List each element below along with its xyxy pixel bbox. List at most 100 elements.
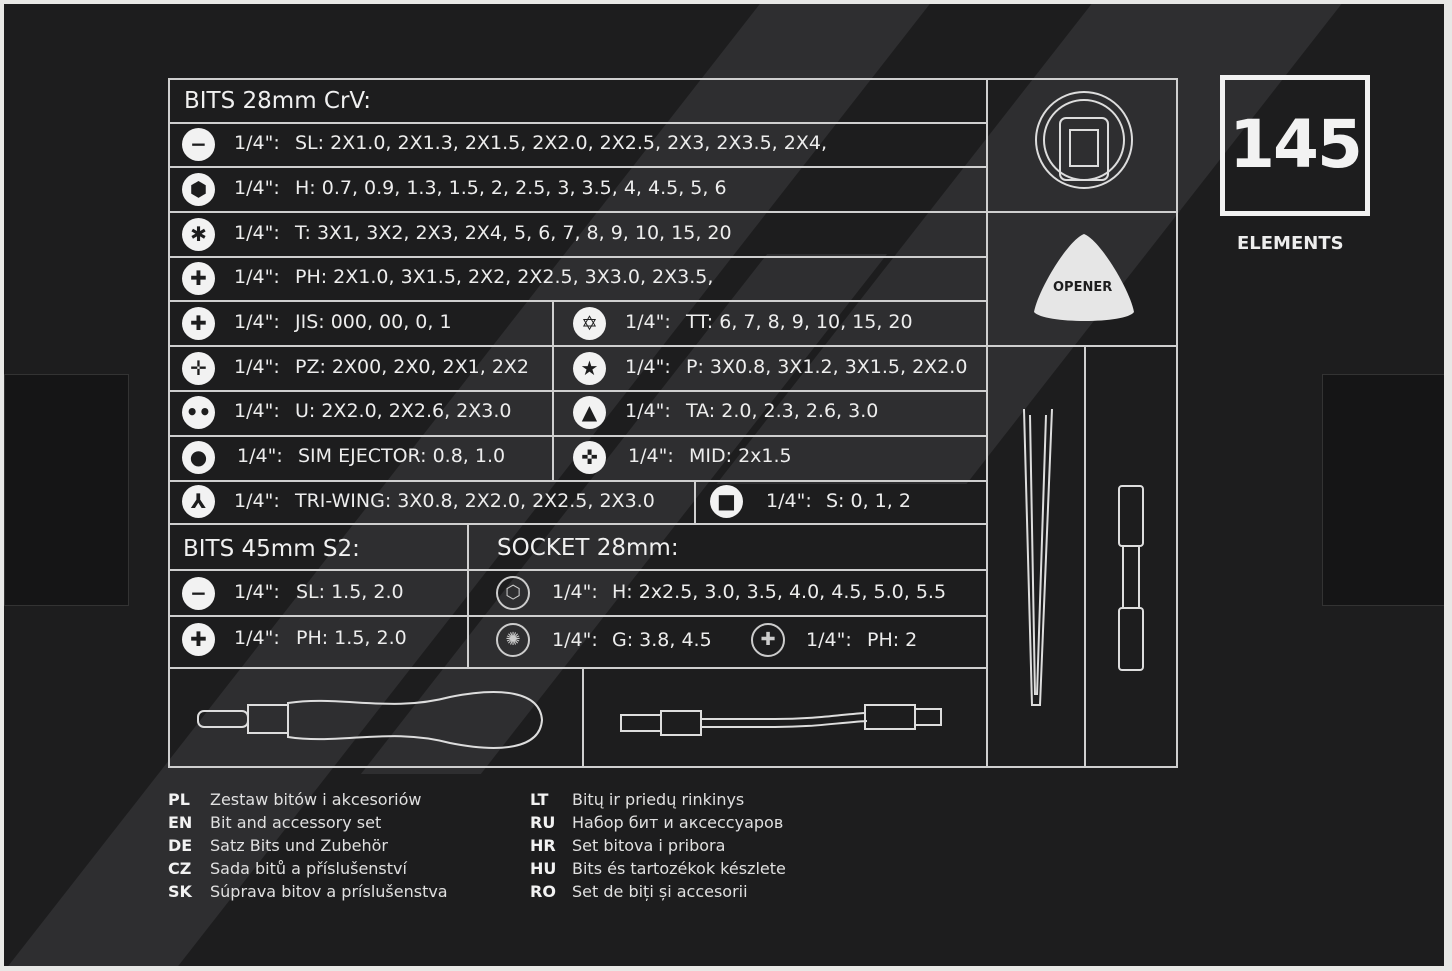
lang-code: RU	[530, 813, 556, 832]
lang-item: EN Bit and accessory set	[168, 813, 381, 832]
prefix: 1/4":	[628, 445, 674, 467]
lang-code: RO	[530, 882, 556, 901]
phillips-bit-icon: ✚	[182, 262, 215, 295]
row-text: S: 0, 1, 2	[826, 490, 911, 512]
prefix: 1/4":	[234, 222, 280, 244]
row-text: PH: 1.5, 2.0	[296, 627, 407, 649]
prefix: 1/4":	[625, 400, 671, 422]
row-text: SIM EJECTOR: 0.8, 1.0	[298, 445, 506, 467]
lang-item: LT Bitų ir priedų rinkinys	[530, 790, 744, 809]
prefix: 1/4":	[625, 311, 671, 333]
bits-s2-heading: BITS 45mm S2:	[183, 536, 360, 562]
lang-code: PL	[168, 790, 190, 809]
element-count-label: ELEMENTS	[1237, 233, 1344, 254]
opener-tool-drawing	[1118, 485, 1144, 671]
contents-table	[168, 78, 1178, 768]
torx-bit-icon: ✱	[182, 218, 215, 251]
lang-text: Set bitova i pribora	[572, 836, 726, 855]
lang-text: Bitų ir priedų rinkinys	[572, 790, 745, 809]
screwdriver-handle-drawing	[197, 691, 544, 749]
flexible-extension-drawing	[620, 704, 942, 736]
slotted-bit-icon: −	[182, 128, 215, 161]
lang-code: EN	[168, 813, 193, 832]
row-text: SL: 2X1.0, 2X1.3, 2X1.5, 2X2.0, 2X2.5, 2…	[295, 132, 827, 154]
slotted-bit-icon: −	[182, 577, 215, 610]
hex-bit-icon: ⬢	[182, 173, 215, 206]
lang-text: Bit and accessory set	[210, 813, 382, 832]
suction-cup-drawing	[1035, 91, 1133, 189]
row-text: PH: 2	[867, 629, 918, 651]
lang-item: SK Súprava bitov a príslušenstva	[168, 882, 448, 901]
prefix: 1/4":	[234, 356, 280, 378]
prefix: 1/4":	[806, 629, 852, 651]
row-text: P: 3X0.8, 3X1.2, 3X1.5, 2X2.0	[686, 356, 968, 378]
lang-code: HR	[530, 836, 556, 855]
lang-text: Satz Bits und Zubehör	[210, 836, 388, 855]
prefix: 1/4":	[234, 311, 280, 333]
socket-heading: SOCKET 28mm:	[497, 535, 679, 561]
row-text: SL: 1.5, 2.0	[296, 581, 404, 603]
row-text: TA: 2.0, 2.3, 2.6, 3.0	[686, 400, 879, 422]
tamper-torx-bit-icon: ✡	[573, 307, 606, 340]
lang-text: Sada bitů a příslušenství	[210, 859, 407, 878]
row-text: TRI-WING: 3X0.8, 2X2.0, 2X2.5, 2X3.0	[295, 490, 655, 512]
element-count: 145	[1220, 75, 1370, 216]
pentalobe-bit-icon: ★	[573, 352, 606, 385]
lang-code: DE	[168, 836, 193, 855]
phillips-bit-icon: ✚	[182, 623, 215, 656]
row-text: TT: 6, 7, 8, 9, 10, 15, 20	[686, 311, 913, 333]
prefix: 1/4":	[234, 177, 280, 199]
row-text: T: 3X1, 3X2, 2X3, 2X4, 5, 6, 7, 8, 9, 10…	[295, 222, 732, 244]
row-text: H: 0.7, 0.9, 1.3, 1.5, 2, 2.5, 3, 3.5, 4…	[295, 177, 727, 199]
opener-label: OPENER	[1053, 280, 1113, 295]
hex-socket-icon: ⬡	[496, 576, 530, 610]
lang-code: SK	[168, 882, 192, 901]
sim-ejector-icon: ●	[182, 441, 215, 474]
pozidriv-bit-icon: ✛	[182, 352, 215, 385]
lang-item: RU Набор бит и аксессуаров	[530, 813, 783, 832]
lang-item: PL Zestaw bitów i akcesoriów	[168, 790, 422, 809]
lang-item: HR Set bitova i pribora	[530, 836, 725, 855]
mid-bit-icon: ✜	[573, 441, 606, 474]
prefix: 1/4":	[234, 627, 280, 649]
prefix: 1/4":	[766, 490, 812, 512]
lang-item: DE Satz Bits und Zubehör	[168, 836, 388, 855]
tweezers-drawing	[1023, 408, 1053, 706]
row-text: JIS: 000, 00, 0, 1	[295, 311, 452, 333]
lang-text: Set de biți și accesorii	[572, 882, 748, 901]
row-text: U: 2X2.0, 2X2.6, 2X3.0	[295, 400, 512, 422]
prefix: 1/4":	[552, 629, 598, 651]
square-bit-icon: ■	[710, 485, 743, 518]
prefix: 1/4":	[234, 266, 280, 288]
row-text: G: 3.8, 4.5	[612, 629, 712, 651]
lang-text: Súprava bitov a príslušenstva	[210, 882, 448, 901]
phillips-socket-icon: ✚	[751, 623, 785, 657]
lang-item: RO Set de biți și accesorii	[530, 882, 748, 901]
prefix: 1/4":	[234, 132, 280, 154]
box-flap-right	[1322, 374, 1444, 606]
lang-item: HU Bits és tartozékok készlete	[530, 859, 786, 878]
lang-text: Bits és tartozékok készlete	[572, 859, 786, 878]
prefix: 1/4":	[552, 581, 598, 603]
lang-code: LT	[530, 790, 549, 809]
row-text: MID: 2x1.5	[689, 445, 792, 467]
prefix: 1/4":	[237, 445, 283, 467]
opener-pick-drawing	[1034, 234, 1134, 321]
lang-text: Набор бит и аксессуаров	[572, 813, 784, 832]
lang-text: Zestaw bitów i akcesoriów	[210, 790, 422, 809]
prefix: 1/4":	[234, 581, 280, 603]
prefix: 1/4":	[234, 490, 280, 512]
row-text: PH: 2X1.0, 3X1.5, 2X2, 2X2.5, 3X3.0, 2X3…	[295, 266, 714, 288]
box-flap-left	[4, 374, 129, 606]
lang-code: HU	[530, 859, 557, 878]
tri-wing-bit-icon: ⅄	[182, 485, 215, 518]
triangle-bit-icon: ▲	[573, 396, 606, 429]
row-text: PZ: 2X00, 2X0, 2X1, 2X2	[295, 356, 530, 378]
bits-crv-heading: BITS 28mm CrV:	[184, 88, 372, 114]
prefix: 1/4":	[234, 400, 280, 422]
gear-socket-icon: ✺	[496, 623, 530, 657]
u-bit-icon: ••	[182, 396, 215, 429]
row-text: H: 2x2.5, 3.0, 3.5, 4.0, 4.5, 5.0, 5.5	[612, 581, 947, 603]
prefix: 1/4":	[625, 356, 671, 378]
